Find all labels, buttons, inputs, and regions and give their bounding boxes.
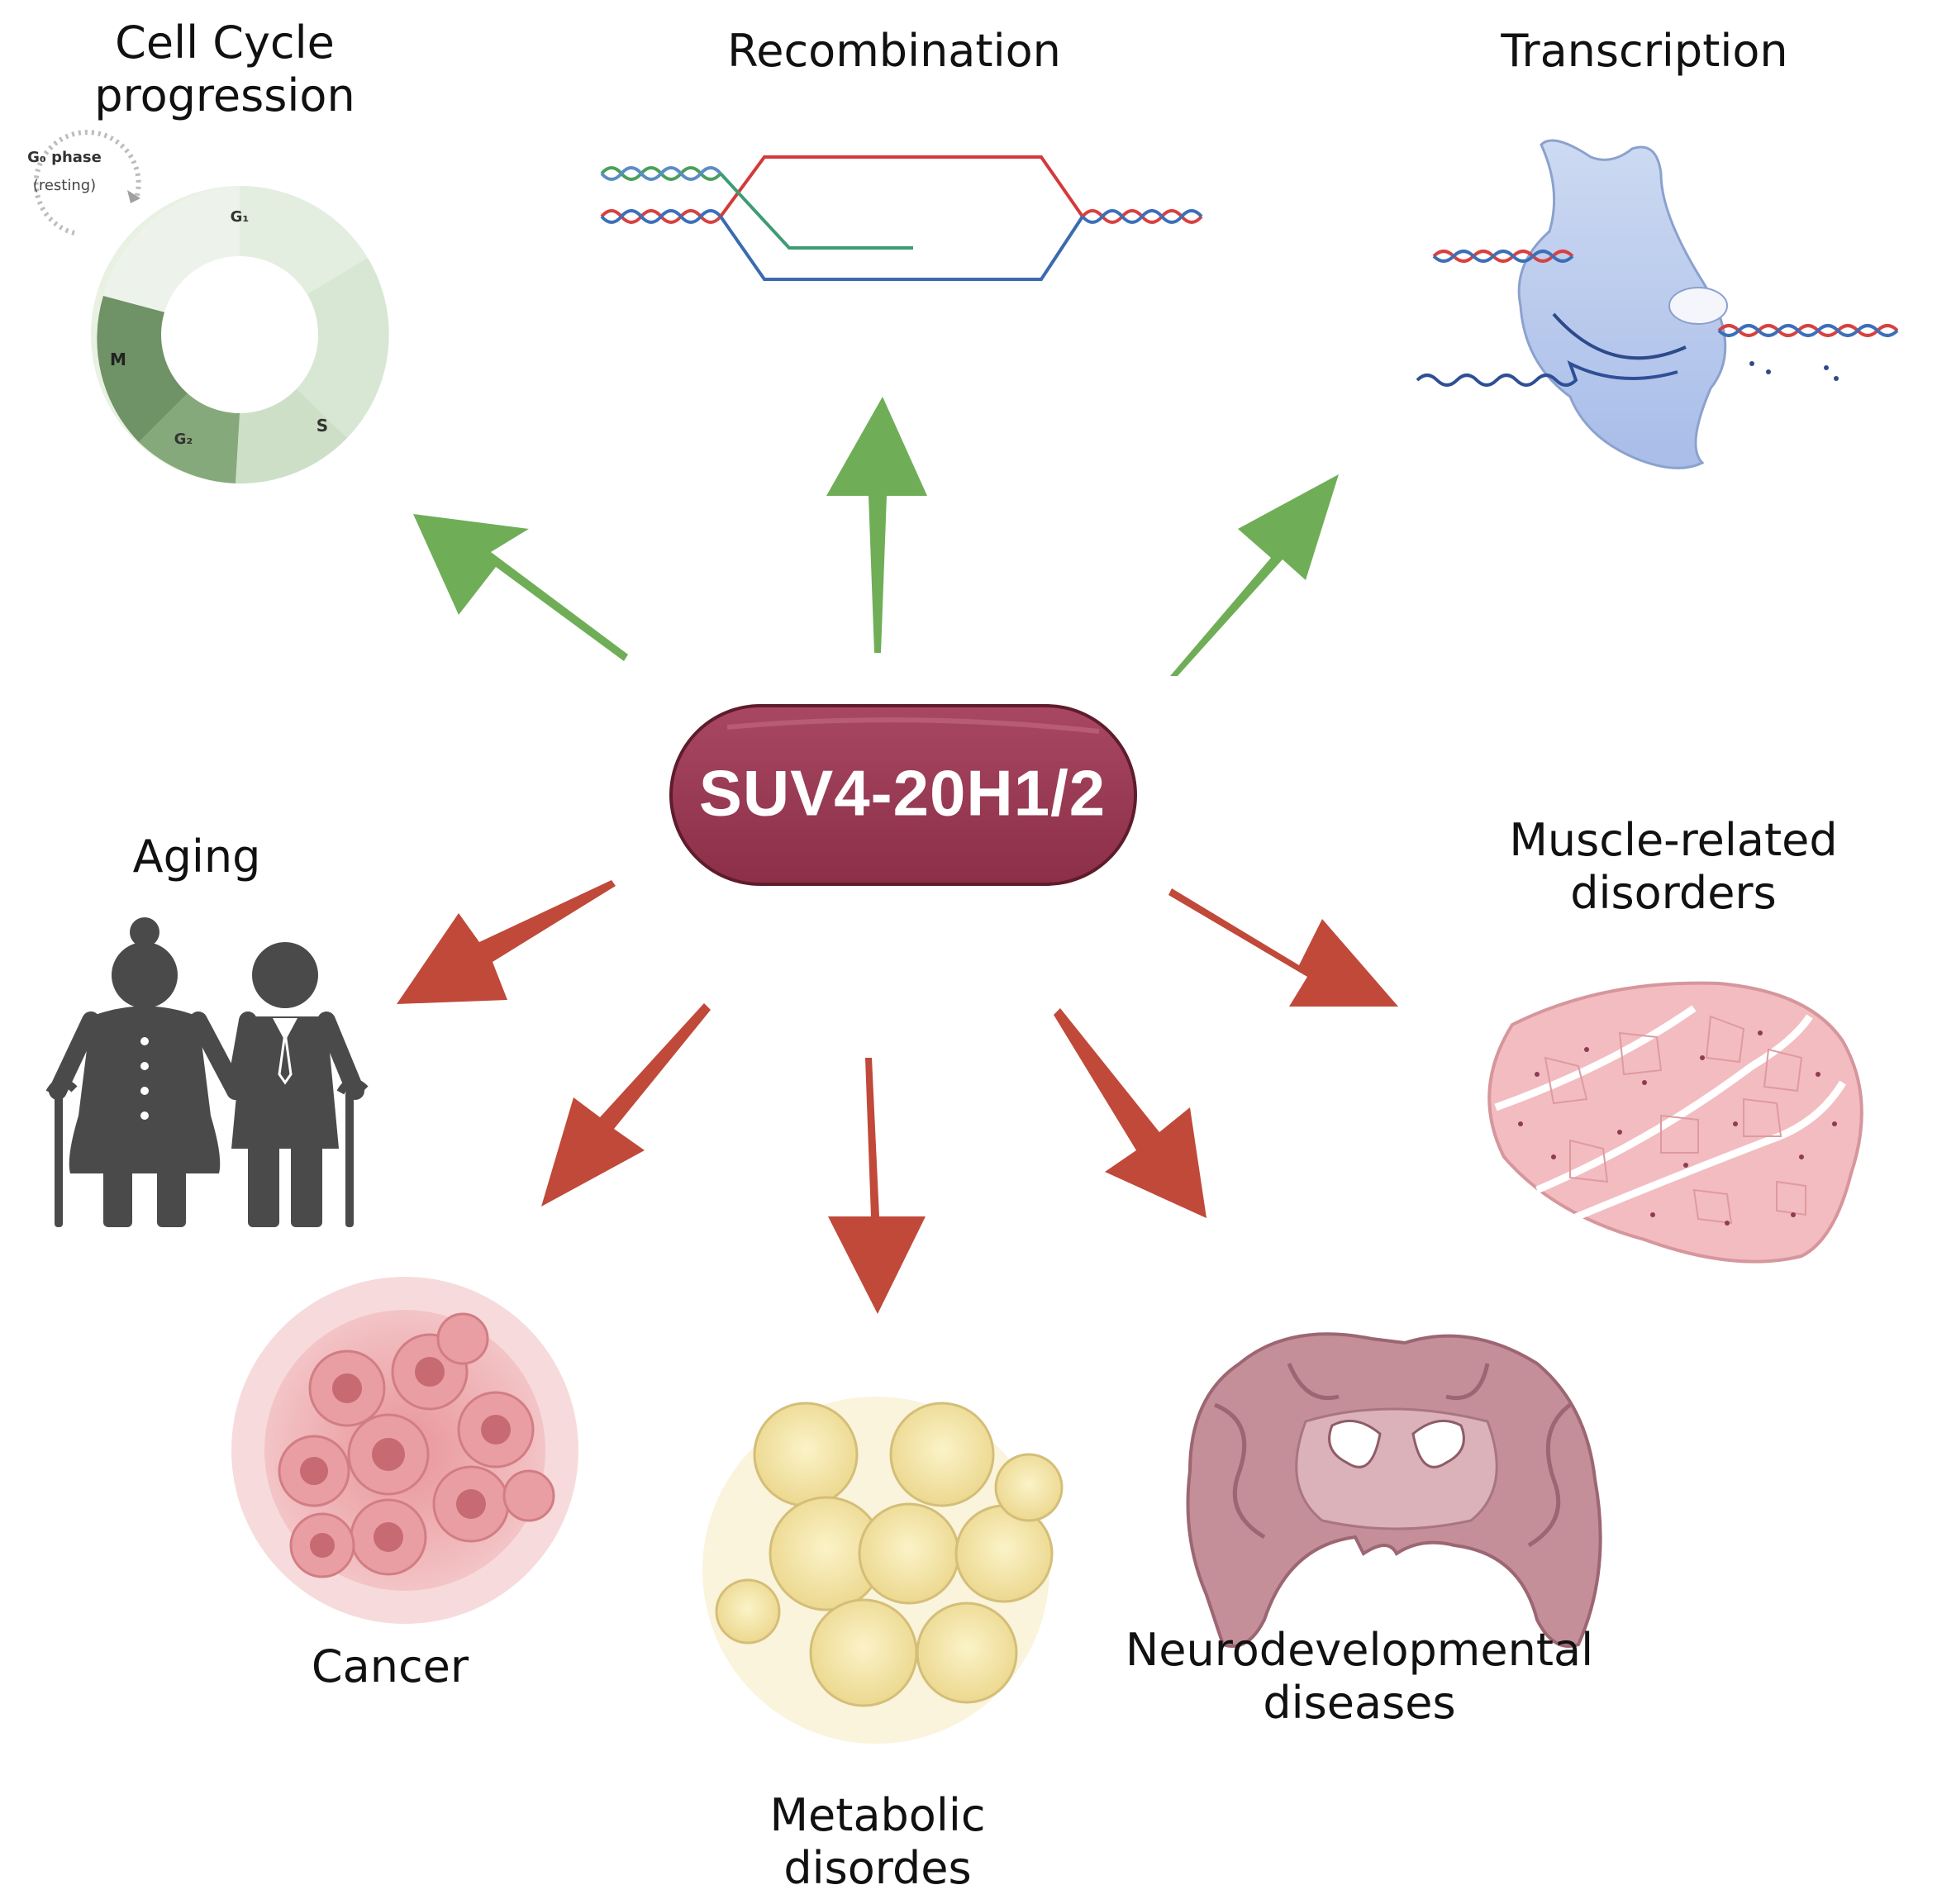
label-transcription-line1: Transcription (1501, 25, 1788, 77)
label-muscle-line1: Muscle-related (1509, 814, 1838, 866)
recombination-icon (600, 155, 1203, 281)
label-cell-cycle-line2: progression (94, 69, 355, 121)
label-neuro-line2: diseases (1263, 1677, 1456, 1729)
brain-icon (1186, 1332, 1602, 1648)
aging-icon-details (140, 1018, 297, 1120)
phase-g0-sub-label: (resting) (33, 177, 96, 194)
label-muscle-line2: disorders (1570, 867, 1777, 919)
arrow-to-recombination (826, 397, 927, 653)
arrow-to-cancer (541, 1003, 711, 1207)
muscle-icon (1487, 981, 1863, 1264)
arrow-to-aging (397, 880, 616, 1004)
label-aging-line1: Aging (132, 831, 261, 883)
label-cancer-line1: Cancer (311, 1640, 469, 1692)
phase-g2-label: G₂ (174, 431, 193, 448)
arrows-up-group (413, 397, 1339, 676)
label-recombination: Recombination (727, 25, 1061, 78)
label-metabolic-line1: Metabolic (769, 1789, 986, 1841)
label-neuro: Neurodevelopmental diseases (1126, 1624, 1593, 1730)
label-aging: Aging (133, 831, 261, 883)
aging-icon (45, 917, 369, 1227)
label-metabolic: Metabolic disordes (769, 1789, 985, 1895)
metabolic-icon (702, 1397, 1064, 1744)
arrow-to-neuro (1054, 1008, 1206, 1218)
transcription-icon (1416, 139, 1899, 469)
label-recombination-line1: Recombination (727, 25, 1061, 77)
arrows-down-group (397, 880, 1398, 1314)
phase-m-label: M (110, 350, 126, 369)
phase-g0-label: G₀ phase (27, 149, 102, 166)
label-cell-cycle-line1: Cell Cycle (115, 17, 335, 69)
cancer-icon (231, 1277, 578, 1624)
label-cancer: Cancer (312, 1640, 469, 1693)
phase-s-label: S (316, 416, 328, 436)
arrow-to-cell-cycle (413, 514, 628, 661)
cell-cycle-icon (33, 130, 389, 484)
hub-node (669, 704, 1137, 886)
phase-g1-label: G₁ (231, 208, 250, 226)
arrow-to-muscle (1168, 888, 1398, 1007)
arrow-to-transcription (1170, 474, 1339, 676)
label-neuro-line1: Neurodevelopmental (1125, 1624, 1594, 1676)
label-muscle: Muscle-related disorders (1509, 814, 1837, 920)
label-transcription: Transcription (1501, 25, 1787, 78)
hub-label: SUV4-20H1/2 (698, 756, 1107, 830)
label-cell-cycle: Cell Cycle progression (94, 17, 355, 122)
label-metabolic-line2: disordes (783, 1842, 972, 1894)
arrow-to-metabolic (828, 1058, 926, 1314)
